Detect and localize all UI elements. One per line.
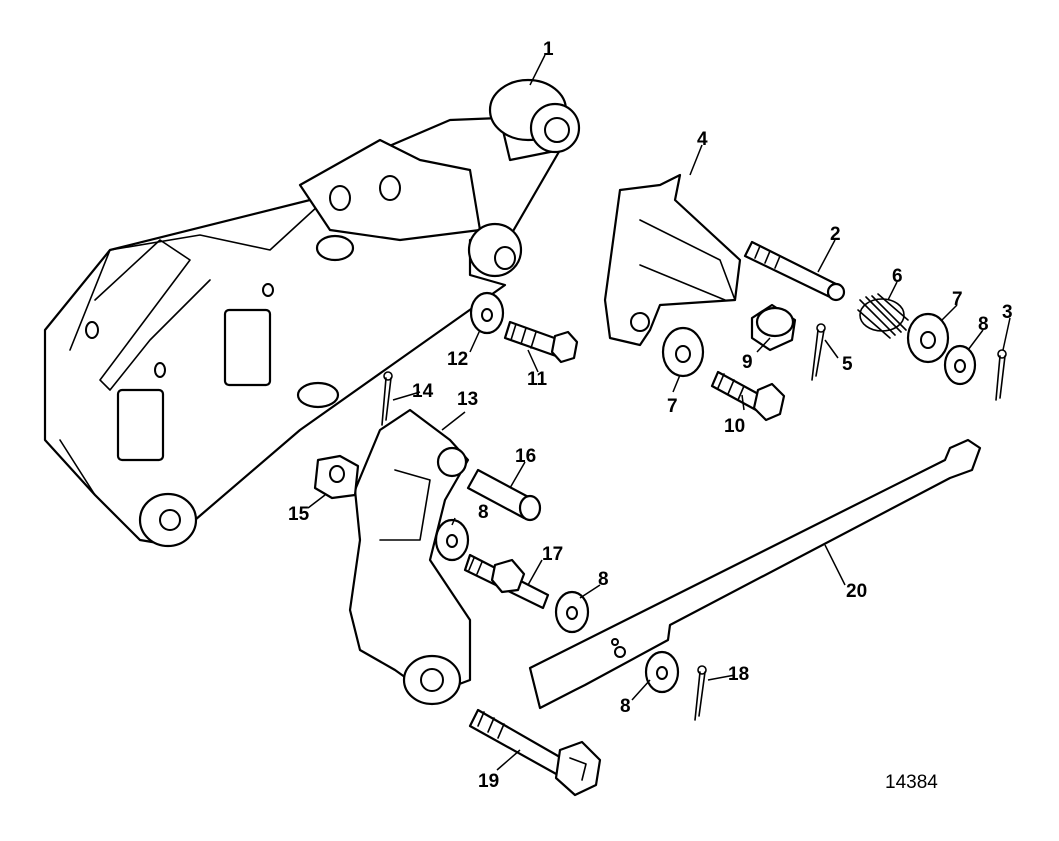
callout-11: 11 [527,369,548,390]
part-18-cotter-pin [694,665,707,721]
callout-2: 2 [830,224,841,245]
part-11-bolt [503,320,579,364]
part-10-bolt [710,370,786,422]
callout-13: 13 [457,389,478,410]
washer-8-bottom [644,650,680,694]
callout-16: 16 [515,446,536,467]
part-5-cotter-pin [811,323,826,381]
part-9-bushing [750,303,797,352]
part-1-bracket-plate [43,78,581,548]
part-16-pin [466,468,542,522]
part-2-pin [743,240,846,302]
washer-12 [469,291,505,335]
callout-8-bottom: 8 [620,696,631,717]
washer-8-lower [554,590,590,634]
callout-7-left: 7 [667,396,678,417]
part-4-latch-bracket [603,173,742,347]
callout-14: 14 [412,381,434,402]
callout-10: 10 [724,416,745,437]
callout-7-right: 7 [952,289,963,310]
callout-labels: 1 2 3 4 5 6 7 7 8 8 8 8 9 10 11 12 13 14… [288,39,1013,792]
figure-number: 14384 [885,772,938,793]
part-13-link-arm [348,408,472,706]
part-15-clip [313,454,360,500]
callout-8-lower: 8 [598,569,609,590]
part-3-cotter-pin [995,349,1007,401]
callout-9: 9 [742,352,753,373]
part-17-stud [463,553,550,610]
washer-7-right [906,312,950,364]
callout-8-right: 8 [978,314,989,335]
callout-18: 18 [728,664,749,685]
callout-17: 17 [542,544,563,565]
callout-6: 6 [892,266,903,287]
washer-8-middle [434,518,470,562]
callout-5: 5 [842,354,853,375]
callout-4: 4 [697,129,708,150]
washer-8-right [943,344,977,386]
washer-7-left [661,326,705,378]
part-19-bolt [468,708,602,797]
part-20-rod [528,438,982,710]
callout-19: 19 [478,771,499,792]
part-14-cotter-pin [381,371,393,426]
callout-20: 20 [846,581,867,602]
callout-3: 3 [1002,302,1013,323]
callout-15: 15 [288,504,310,525]
callout-8-middle: 8 [478,502,489,523]
callout-12: 12 [447,349,468,370]
callout-1: 1 [543,39,554,60]
leader-lines [307,54,1011,771]
part-6-spring [857,293,909,339]
